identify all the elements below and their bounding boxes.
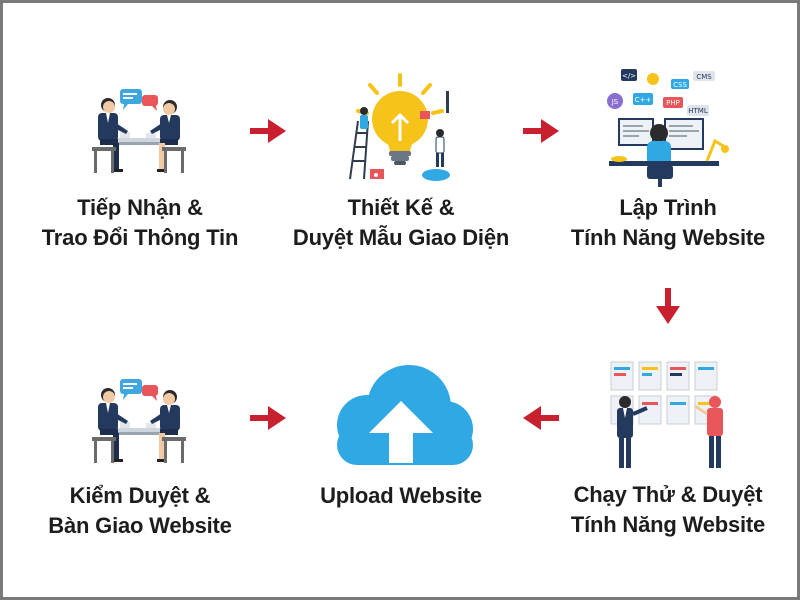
step-label: Thiết Kế & Duyệt Mẫu Giao Diện [281,193,521,253]
code-badge: C++ [635,96,652,104]
step-label-line2: Trao Đổi Thông Tin [41,225,239,250]
code-badge: </> [622,72,636,80]
step-label-line1: Chạy Thử & Duyệt [573,482,763,507]
cloud-upload-icon [337,365,473,465]
step-thiet-ke: Thiết Kế & Duyệt Mẫu Giao Diện [281,71,521,261]
lightbulb-design-icon [349,73,450,181]
code-badge: PHP [666,99,680,107]
testing-board-icon [610,361,723,468]
code-badge: JS [611,98,619,106]
arrow-right-icon [250,406,286,430]
step-label: Tiếp Nhận & Trao Đổi Thông Tin [20,193,260,253]
step-lap-trinh: </> CMS CSS JS C++ PHP HTML [548,65,788,261]
step-label-line1: Thiết Kế & [347,195,455,220]
step-label: Lập Trình Tính Năng Website [548,193,788,253]
arrow-right-icon [523,119,559,143]
step-label-line2: Tính Năng Website [570,512,766,537]
meeting-icon [92,89,186,173]
step-kiem-duyet: Kiểm Duyệt & Bàn Giao Website [20,373,260,543]
step-label: Kiểm Duyệt & Bàn Giao Website [20,481,260,541]
arrow-right-icon [250,119,286,143]
step-label-line2: Duyệt Mẫu Giao Diện [292,225,510,250]
step-label: Upload Website [281,481,521,511]
step-label-line1: Tiếp Nhận & [77,195,203,220]
step-upload: Upload Website [281,363,521,523]
code-badge: CSS [673,81,687,89]
step-label-line1: Upload Website [320,483,482,508]
step-chay-thu: Chạy Thử & Duyệt Tính Năng Website [548,358,788,548]
arrow-left-icon [523,406,559,430]
code-badge: HTML [688,107,708,115]
programmer-icon: </> CMS CSS JS C++ PHP HTML [607,69,729,187]
step-label-line2: Bàn Giao Website [48,513,232,538]
arrow-down-icon [656,288,680,324]
meeting-icon [92,379,186,463]
step-label: Chạy Thử & Duyệt Tính Năng Website [548,480,788,540]
step-label-line1: Kiểm Duyệt & [69,483,211,508]
code-badge: CMS [696,73,712,81]
step-label-line2: Tính Năng Website [570,225,766,250]
step-tiep-nhan: Tiếp Nhận & Trao Đổi Thông Tin [20,83,260,263]
step-label-line1: Lập Trình [619,195,717,220]
